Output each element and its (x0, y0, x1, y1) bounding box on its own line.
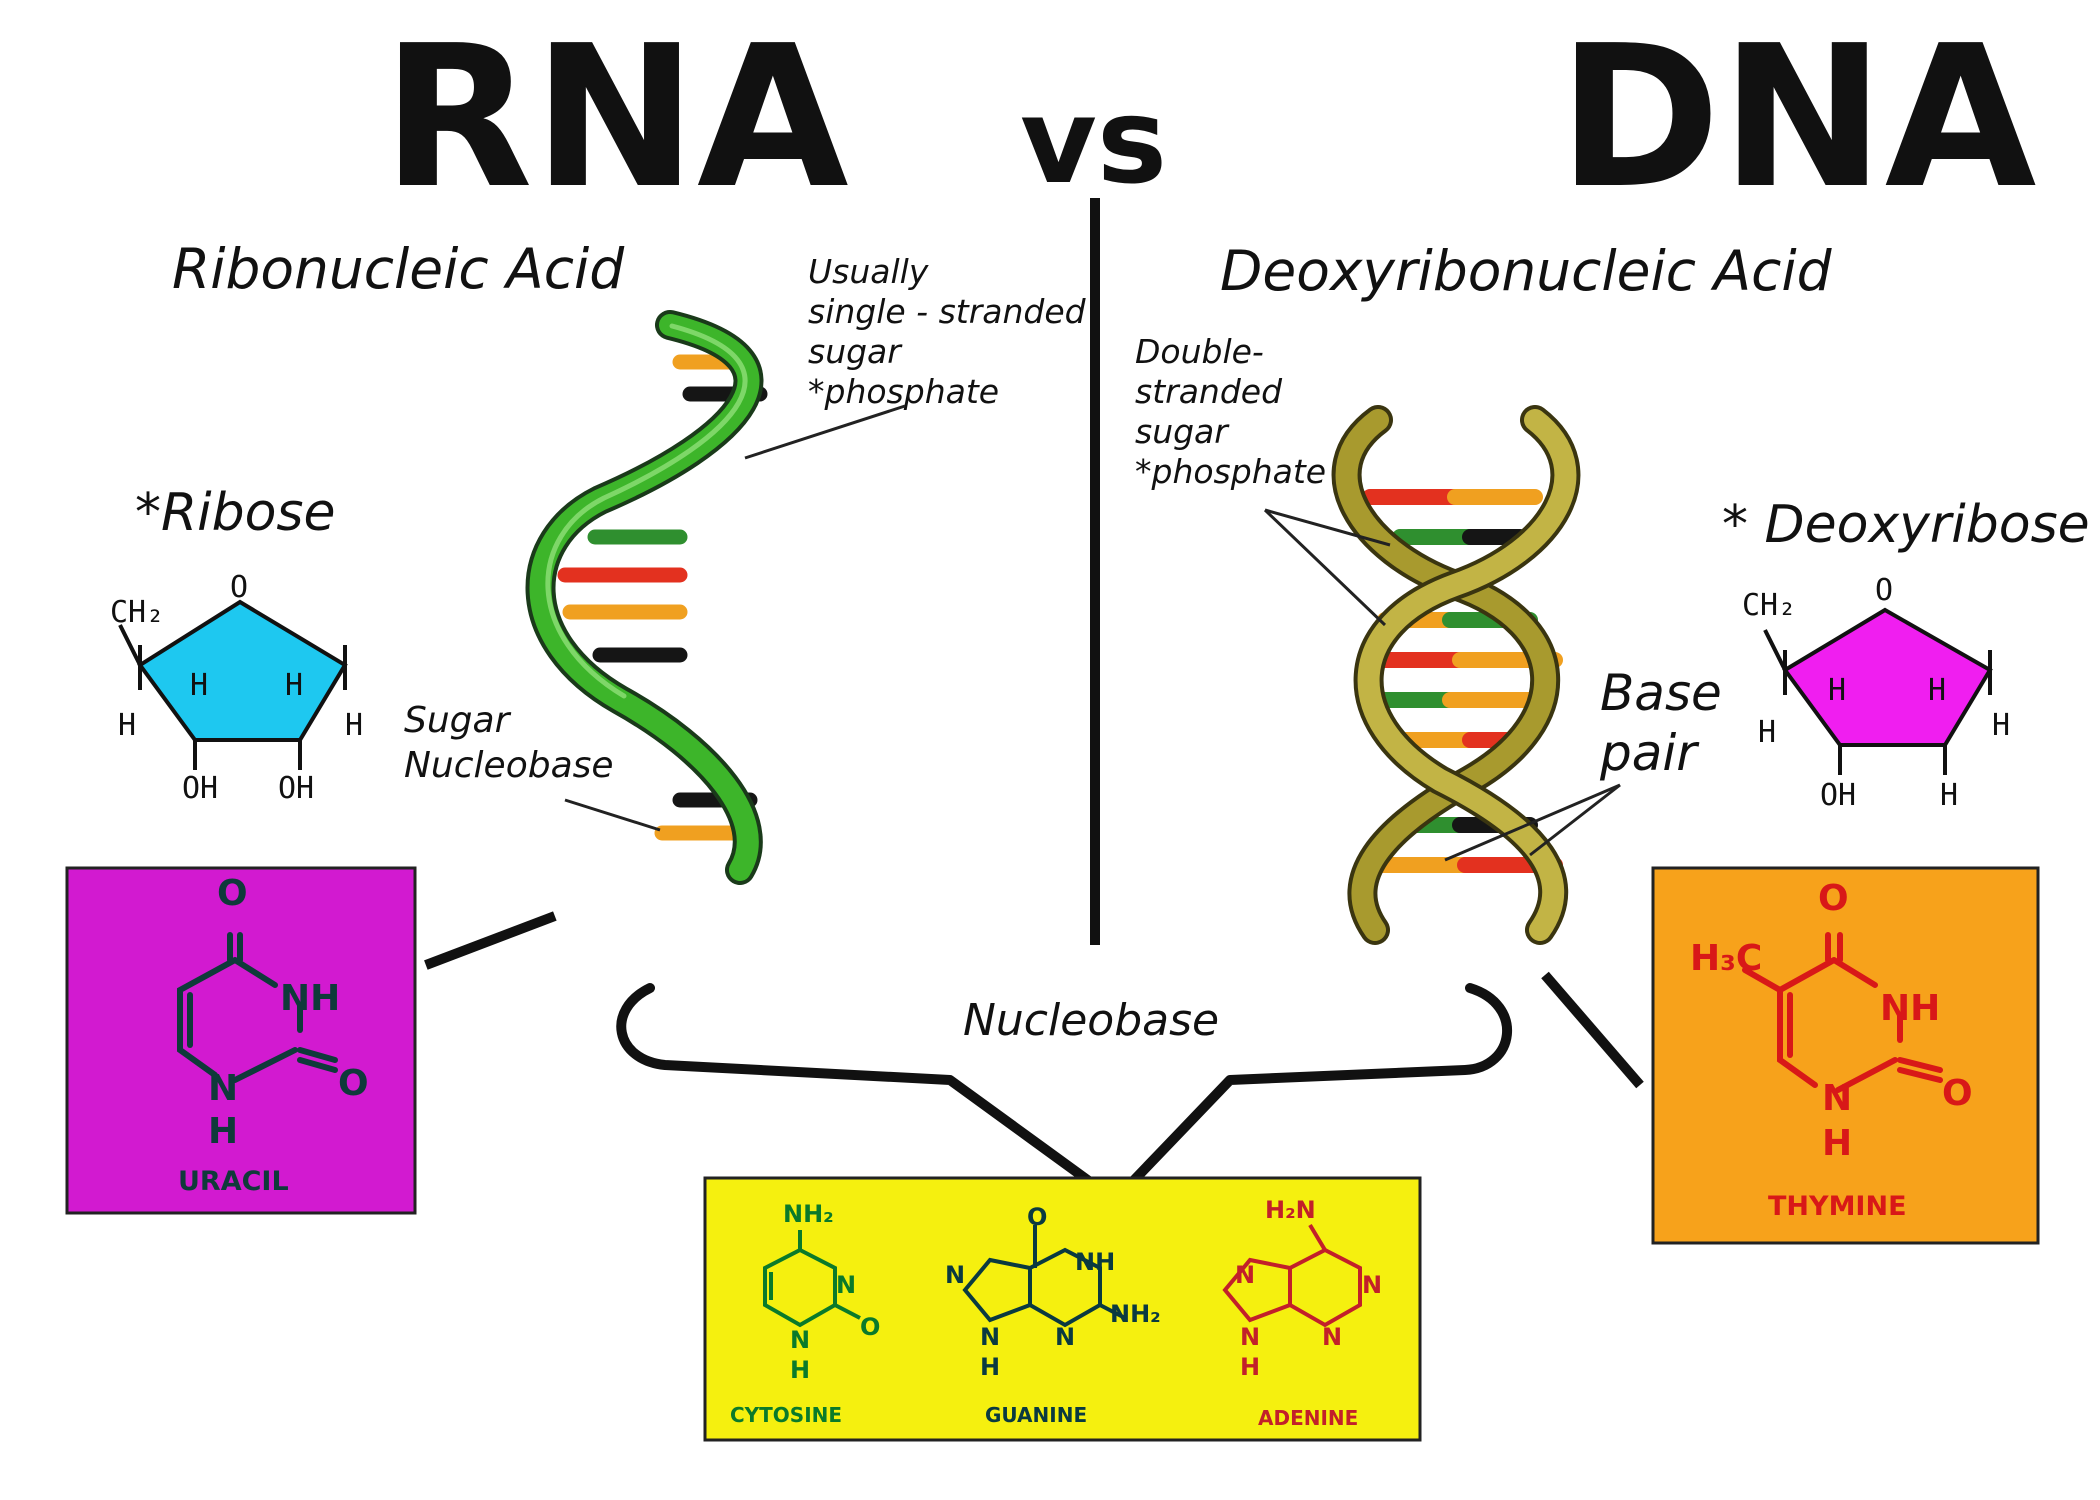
vs-label: vs (1020, 72, 1167, 210)
svg-text:OH: OH (182, 771, 218, 806)
dna-title: DNA (1558, 4, 2036, 232)
svg-text:Base: Base (1600, 664, 1722, 722)
cytosine-label: CYTOSINE (730, 1403, 842, 1427)
dna-strand-note: Double- stranded sugar *phosphate (1135, 332, 1326, 491)
base-pair-pointers (1444, 783, 1621, 862)
svg-text:H: H (1928, 673, 1946, 708)
deoxyribose-label: * Deoxyribose (1722, 495, 2090, 555)
rna-strand-pointer (744, 404, 906, 460)
cytosine-structure: NH₂ N O N H CYTOSINE (730, 1200, 880, 1427)
svg-text:sugar: sugar (808, 332, 903, 371)
rna-helix (525, 310, 768, 885)
svg-text:O: O (1818, 878, 1849, 919)
svg-text:N: N (836, 1271, 856, 1299)
guanine-structure: O NH NH₂ N N N H GUANINE (945, 1203, 1161, 1427)
svg-text:H: H (208, 1111, 238, 1152)
svg-text:H: H (1940, 778, 1958, 813)
svg-text:H₃C: H₃C (1690, 938, 1762, 979)
thymine-label: THYMINE (1768, 1191, 1907, 1222)
rna-base-pointer (564, 798, 661, 832)
svg-text:NH₂: NH₂ (783, 1200, 834, 1228)
shared-bases-box: NH₂ N O N H CYTOSINE O NH NH₂ N N N H GU… (703, 1176, 1422, 1442)
svg-text:*phosphate: *phosphate (1135, 452, 1326, 491)
svg-text:CH₂: CH₂ (1742, 588, 1796, 623)
thymine-box: H₃C O NH N H O THYMINE (1651, 866, 2040, 1245)
svg-text:O: O (860, 1313, 880, 1341)
svg-text:NH: NH (1880, 988, 1940, 1029)
svg-text:*phosphate: *phosphate (808, 372, 999, 411)
svg-text:sugar: sugar (1135, 412, 1230, 451)
svg-text:NH₂: NH₂ (1110, 1300, 1161, 1328)
svg-text:OH: OH (1820, 778, 1856, 813)
svg-text:OH: OH (278, 771, 314, 806)
svg-text:O: O (230, 570, 248, 605)
nucleobase-label: Nucleobase (963, 995, 1219, 1046)
ribose-label: *Ribose (135, 483, 335, 543)
svg-text:stranded: stranded (1135, 372, 1283, 411)
nucleobase-brace (616, 983, 1512, 1205)
svg-text:H: H (1758, 715, 1776, 750)
uracil-label: URACIL (178, 1166, 289, 1197)
svg-text:single - stranded: single - stranded (808, 292, 1087, 331)
svg-text:H: H (1822, 1123, 1852, 1164)
svg-text:N: N (208, 1068, 238, 1109)
svg-text:H: H (1992, 708, 2010, 743)
svg-text:H: H (790, 1356, 810, 1384)
dna-strand-pointers (1263, 508, 1391, 627)
svg-text:N: N (1055, 1323, 1075, 1351)
svg-text:Nucleobase: Nucleobase (404, 745, 614, 786)
svg-text:O: O (1942, 1073, 1973, 1114)
rna-base-rungs (557, 354, 768, 841)
uracil-box: O NH N H O URACIL (65, 866, 417, 1215)
rna-base-note: Sugar Nucleobase (404, 700, 614, 786)
svg-text:H: H (118, 708, 136, 743)
adenine-label: ADENINE (1258, 1406, 1358, 1430)
svg-text:NH: NH (1075, 1248, 1115, 1276)
svg-text:Sugar: Sugar (404, 700, 512, 741)
svg-text:NH: NH (280, 978, 340, 1019)
rna-full-name: Ribonucleic Acid (172, 237, 625, 301)
svg-text:H: H (1240, 1353, 1260, 1381)
svg-text:N: N (1240, 1323, 1260, 1351)
svg-text:H: H (1828, 673, 1846, 708)
uracil-connector (424, 911, 557, 970)
svg-text:H: H (980, 1353, 1000, 1381)
svg-text:H: H (285, 668, 303, 703)
svg-text:N: N (1235, 1261, 1255, 1289)
deoxyribose-structure: CH₂ O H H H H OH H (1742, 573, 2010, 813)
base-pair-label: Base pair (1599, 664, 1722, 782)
svg-text:CH₂: CH₂ (110, 595, 164, 630)
svg-text:O: O (338, 1063, 369, 1104)
svg-text:N: N (945, 1261, 965, 1289)
svg-text:H: H (190, 668, 208, 703)
svg-text:Usually: Usually (808, 252, 929, 291)
svg-text:O: O (1027, 1203, 1047, 1231)
svg-text:H₂N: H₂N (1265, 1196, 1316, 1224)
svg-text:Double-: Double- (1135, 332, 1264, 371)
svg-text:N: N (1322, 1323, 1342, 1351)
svg-text:N: N (790, 1326, 810, 1354)
ribose-structure: CH₂ O H H H H OH OH (110, 570, 363, 806)
svg-text:pair: pair (1599, 724, 1700, 782)
svg-text:H: H (345, 708, 363, 743)
guanine-label: GUANINE (985, 1403, 1087, 1427)
adenine-structure: H₂N N N N N H ADENINE (1222, 1196, 1382, 1430)
svg-text:N: N (1822, 1078, 1852, 1119)
rna-strand-note: Usually single - stranded sugar *phospha… (808, 252, 1087, 411)
rna-title: RNA (382, 4, 849, 232)
thymine-connector (1541, 971, 1644, 1089)
svg-text:N: N (1362, 1271, 1382, 1299)
svg-text:O: O (217, 873, 248, 914)
svg-text:N: N (980, 1323, 1000, 1351)
dna-full-name: Deoxyribonucleic Acid (1220, 239, 1833, 303)
svg-text:O: O (1875, 573, 1893, 608)
